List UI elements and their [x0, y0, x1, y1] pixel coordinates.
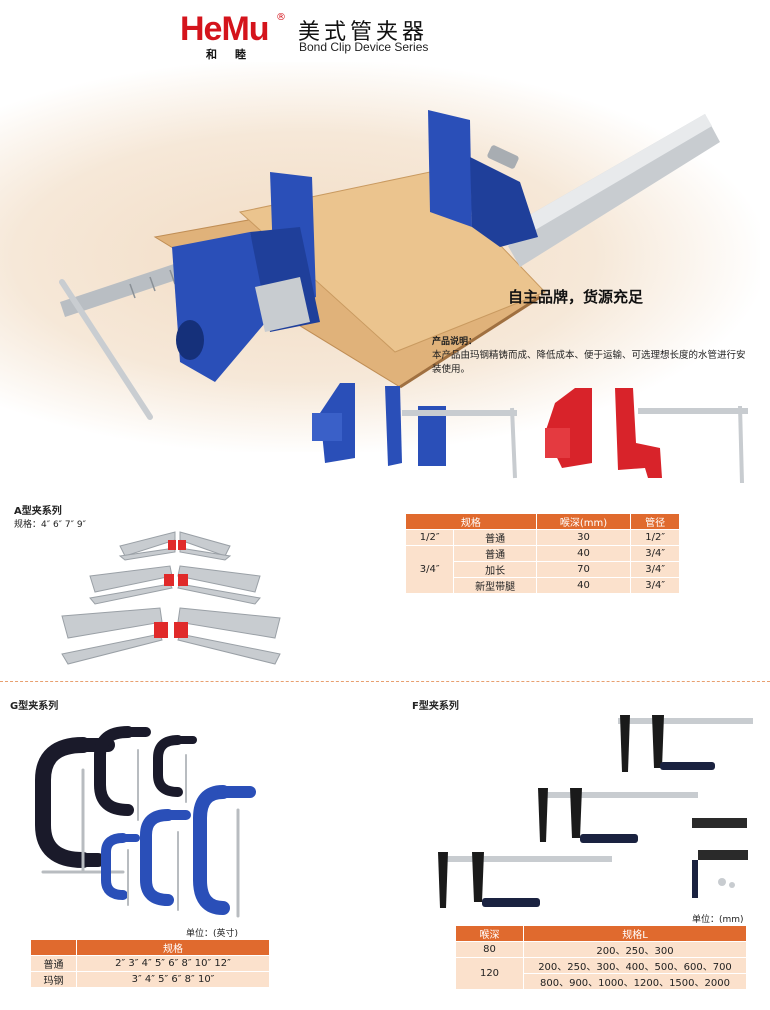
table-cell: 普通	[453, 529, 537, 546]
table-header: 规格	[405, 513, 537, 530]
table-cell: 30	[535, 529, 632, 546]
table-header: 规格	[76, 939, 270, 956]
table-cell: 80	[455, 941, 524, 958]
table-cell: 3/4″	[630, 577, 680, 594]
table-cell: 2″ 3″ 4″ 5″ 6″ 8″ 10″ 12″	[76, 955, 270, 972]
page-subtitle: Bond Clip Device Series	[299, 40, 429, 54]
a-series-title: A型夹系列	[14, 506, 62, 517]
pipe-clamp-products-image	[312, 383, 748, 484]
table-header	[30, 939, 77, 956]
table-header: 喉深	[455, 925, 524, 942]
table-row: 加长 70 3/4″	[406, 561, 680, 578]
table-row: 800、900、1000、1200、1500、2000	[456, 973, 747, 990]
table-cell: 1/2″	[630, 529, 680, 546]
spring-clamps-image	[61, 531, 281, 665]
table-cell: 普通	[453, 545, 537, 562]
table-cell: 3/4″	[630, 545, 680, 562]
f-clamp-spec-table: 喉深 规格L 80 200、250、300 120 200、250、300、40…	[455, 925, 747, 990]
g-series-unit: 单位：(英寸)	[186, 929, 239, 939]
table-row: 120 200、250、300、400、500、600、700	[455, 957, 747, 990]
description-title: 产品说明：	[432, 337, 478, 347]
table-row: 1/2″ 普通 30 1/2″	[404, 529, 680, 546]
table-cell: 70	[535, 561, 632, 578]
table-cell: 40	[535, 545, 632, 562]
table-row: 3/4″ 普通 40 3/4″	[404, 545, 680, 594]
g-series-title: G型夹系列	[10, 701, 59, 712]
table-cell: 1/2″	[404, 529, 455, 546]
f-clamps-image	[438, 715, 753, 908]
table-header-row: 规格	[30, 939, 270, 956]
table-cell: 普通	[30, 955, 77, 972]
page-title: 美式管夹器	[298, 20, 429, 45]
table-cell: 200、250、300	[523, 941, 747, 958]
hero-pipe-clamp-illustration	[59, 110, 720, 420]
table-header-row: 喉深 规格L	[455, 925, 747, 942]
table-header: 喉深(mm)	[535, 513, 632, 530]
a-series-spec: 规格：4″ 6″ 7″ 9″	[14, 520, 86, 530]
f-series-unit: 单位：(mm)	[692, 915, 744, 925]
brand-logo: HeMu	[180, 10, 270, 48]
table-cell: 加长	[453, 561, 537, 578]
table-cell: 新型带腿	[453, 577, 537, 594]
table-cell: 3/4″	[404, 545, 455, 594]
table-header: 规格L	[523, 925, 747, 942]
pipe-clamp-spec-table: 规格 喉深(mm) 管径 1/2″ 普通 30 1/2″ 3/4″ 普通 40 …	[404, 513, 680, 594]
table-row: 普通 2″ 3″ 4″ 5″ 6″ 8″ 10″ 12″	[30, 955, 270, 972]
f-series-title: F型夹系列	[412, 701, 459, 712]
g-clamps-image	[35, 726, 256, 918]
table-cell: 800、900、1000、1200、1500、2000	[523, 973, 747, 990]
table-header-row: 规格 喉深(mm) 管径	[405, 513, 680, 530]
brand-logo-cn: 和睦	[206, 48, 264, 61]
table-header: 管径	[630, 513, 680, 530]
table-cell: 玛钢	[30, 971, 77, 988]
hero-slogan: 自主品牌，货源充足	[508, 288, 644, 306]
table-cell: 200、250、300、400、500、600、700	[523, 957, 747, 974]
description-body: 本产品由玛钢精铸而成、降低成本、便于运输、可选理想长度的水管进行安装使用。	[432, 350, 746, 375]
g-clamp-spec-table: 规格 普通 2″ 3″ 4″ 5″ 6″ 8″ 10″ 12″ 玛钢 3″ 4″…	[30, 939, 270, 988]
table-cell: 40	[535, 577, 632, 594]
table-row: 新型带腿 40 3/4″	[406, 577, 680, 594]
table-cell: 120	[455, 957, 524, 990]
registered-mark: ®	[276, 12, 286, 23]
section-divider	[0, 681, 770, 682]
table-cell: 3″ 4″ 5″ 6″ 8″ 10″	[76, 971, 270, 988]
table-row: 玛钢 3″ 4″ 5″ 6″ 8″ 10″	[30, 971, 270, 988]
table-row: 80 200、250、300	[455, 941, 747, 958]
table-cell: 3/4″	[630, 561, 680, 578]
